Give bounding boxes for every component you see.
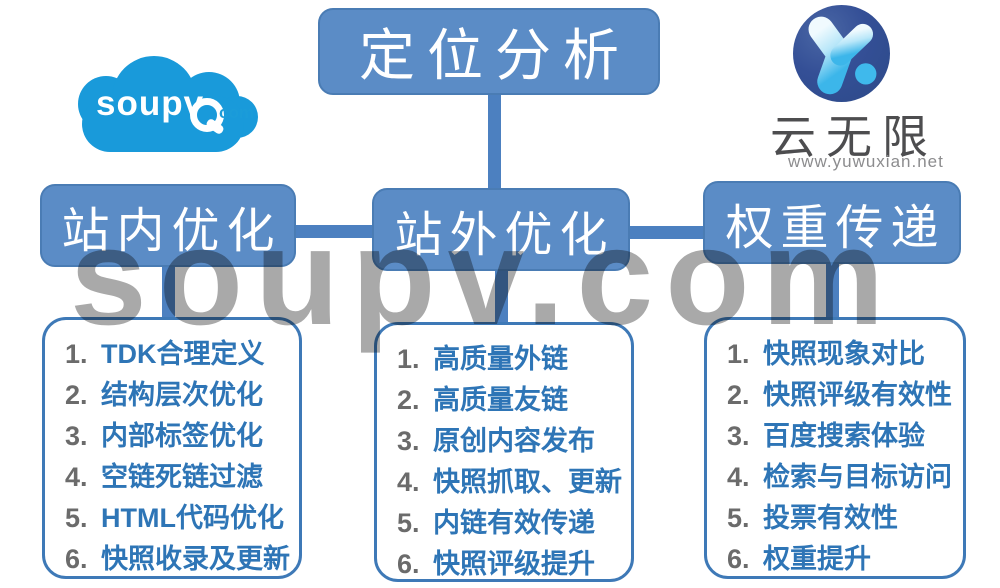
branch-node-onsite-optimization: 站内优化 xyxy=(40,184,296,267)
list-box-onsite: 1. TDK合理定义 2. 结构层次优化 3. 内部标签优化 4. 空链死链过滤 5. H… xyxy=(42,317,302,579)
connector-root-to-branch1 xyxy=(488,94,501,190)
root-node-positioning-analysis: 定位分析 xyxy=(318,8,660,95)
list-item-text: HTML代码优化 xyxy=(101,503,284,533)
list-item: 5. 投票有效性 xyxy=(727,496,955,537)
list-item-text: 投票有效性 xyxy=(763,503,898,533)
list-item-text: 快照抓取、更新 xyxy=(433,467,622,497)
list-item-number: 1. xyxy=(65,339,88,369)
list-item-number: 3. xyxy=(727,421,750,451)
list-item-text: 快照评级有效性 xyxy=(763,380,952,410)
soupv-brand-text: soupv xyxy=(96,84,205,123)
list-item-text: 快照收录及更新 xyxy=(101,544,290,574)
list-item-text: TDK合理定义 xyxy=(101,339,265,369)
list-item-number: 1. xyxy=(397,344,420,374)
yunwuxian-logo: 云无限 www.yuwuxian.net xyxy=(770,3,980,175)
y-blob-icon xyxy=(808,16,877,95)
list-item: 2. 快照评级有效性 xyxy=(727,373,955,414)
list-item-text: 快照评级提升 xyxy=(433,549,595,579)
list-item-number: 5. xyxy=(65,503,88,533)
yunwuxian-url-text: www.yuwuxian.net xyxy=(788,152,944,171)
list-item-text: 快照现象对比 xyxy=(763,339,925,369)
list-item-text: 原创内容发布 xyxy=(433,426,595,456)
connector-branch2-list xyxy=(826,262,839,319)
list-item: 1. 高质量外链 xyxy=(397,337,623,378)
list-item-text: 高质量友链 xyxy=(433,385,568,415)
list-item-text: 空链死链过滤 xyxy=(101,462,263,492)
list-item-number: 5. xyxy=(727,503,750,533)
list-item: 3. 内部标签优化 xyxy=(65,414,291,455)
branch-node-offsite-optimization: 站外优化 xyxy=(372,188,630,271)
list-item: 5. HTML代码优化 xyxy=(65,496,291,537)
root-node-label: 定位分析 xyxy=(359,24,631,87)
list-item-number: 2. xyxy=(65,380,88,410)
branch-node-weight-transfer: 权重传递 xyxy=(703,181,961,264)
yunwuxian-globe-icon xyxy=(793,5,890,102)
connector-branch1-branch2 xyxy=(628,226,705,239)
branch-node-label: 站外优化 xyxy=(394,208,615,262)
list-item-text: 权重提升 xyxy=(763,544,871,574)
list-item-text: 结构层次优化 xyxy=(101,380,263,410)
list-item: 4. 检索与目标访问 xyxy=(727,455,955,496)
list-item-text: 内部标签优化 xyxy=(101,421,263,451)
list-item: 6. 快照评级提升 xyxy=(397,542,623,583)
branch-node-label: 权重传递 xyxy=(725,201,946,255)
list-item-number: 6. xyxy=(65,544,88,574)
list-item-number: 5. xyxy=(397,508,420,538)
connector-branch0-branch1 xyxy=(294,225,374,238)
list-item-number: 2. xyxy=(727,380,750,410)
connector-branch1-list xyxy=(495,269,508,324)
connector-branch0-list xyxy=(162,265,175,319)
list-item-number: 3. xyxy=(65,421,88,451)
soupv-logo: soupv com xyxy=(78,56,263,152)
branch-node-label: 站内优化 xyxy=(61,204,282,258)
list-item-number: 6. xyxy=(397,549,420,579)
list-item-text: 百度搜索体验 xyxy=(763,421,925,451)
soupv-tld-text: com xyxy=(219,103,254,122)
list-item-number: 4. xyxy=(727,462,750,492)
list-item: 4. 快照抓取、更新 xyxy=(397,460,623,501)
list-item-number: 4. xyxy=(397,467,420,497)
list-item: 2. 结构层次优化 xyxy=(65,373,291,414)
list-box-offsite: 1. 高质量外链 2. 高质量友链 3. 原创内容发布 4. 快照抓取、更新 5. 内链有… xyxy=(374,322,634,582)
list-item-number: 3. xyxy=(397,426,420,456)
list-item: 6. 权重提升 xyxy=(727,537,955,578)
list-item-text: 检索与目标访问 xyxy=(763,462,952,492)
list-item-number: 2. xyxy=(397,385,420,415)
list-item: 2. 高质量友链 xyxy=(397,378,623,419)
list-item-number: 6. xyxy=(727,544,750,574)
list-item: 3. 原创内容发布 xyxy=(397,419,623,460)
list-box-weight: 1. 快照现象对比 2. 快照评级有效性 3. 百度搜索体验 4. 检索与目标访问 5.… xyxy=(704,317,966,579)
list-item-text: 高质量外链 xyxy=(433,344,568,374)
list-item-number: 1. xyxy=(727,339,750,369)
list-item: 1. 快照现象对比 xyxy=(727,332,955,373)
list-item: 3. 百度搜索体验 xyxy=(727,414,955,455)
list-item: 4. 空链死链过滤 xyxy=(65,455,291,496)
list-item-text: 内链有效传递 xyxy=(433,508,595,538)
yunwuxian-brand-text: 云无限 xyxy=(770,111,938,163)
list-item-number: 4. xyxy=(65,462,88,492)
list-item: 6. 快照收录及更新 xyxy=(65,537,291,578)
list-item: 1. TDK合理定义 xyxy=(65,332,291,373)
list-item: 5. 内链有效传递 xyxy=(397,501,623,542)
